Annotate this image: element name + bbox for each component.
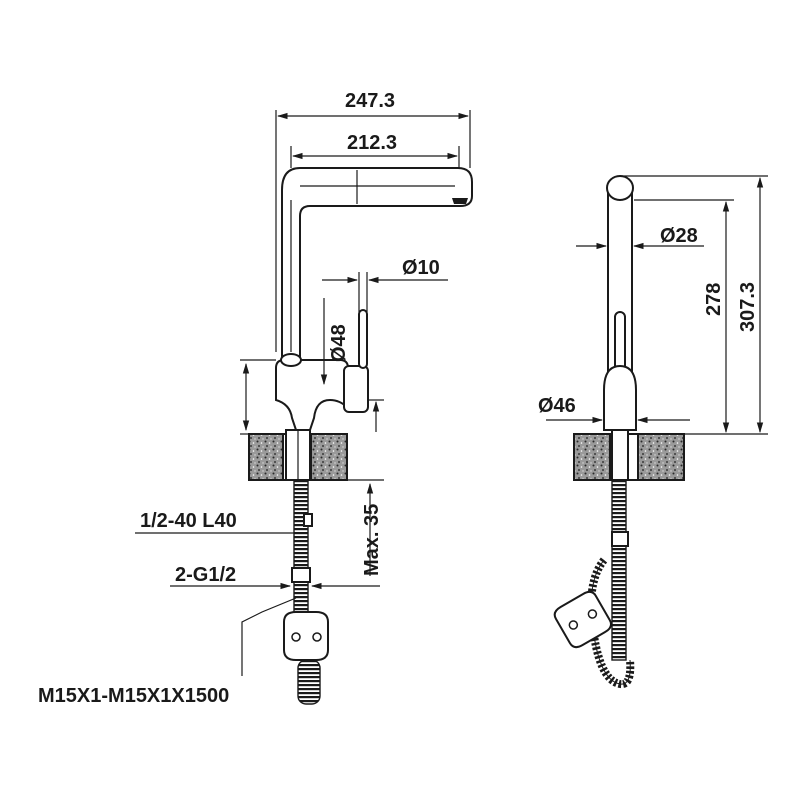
- front-view: 247.3 212.3 Ø10 Ø48 Max. 35 1/2-40 L40: [38, 90, 473, 707]
- dim-max-thickness: Max. 35: [361, 504, 383, 576]
- mixer-body: [275, 359, 349, 431]
- supply-hose-side: [611, 479, 627, 661]
- spout: [281, 167, 473, 357]
- dim-spout-diameter: Ø28: [660, 225, 698, 247]
- hose-nut: [291, 567, 311, 583]
- lever: [358, 309, 368, 369]
- dim-spout-height: 278: [703, 283, 725, 316]
- dim-lever-diameter: Ø10: [402, 257, 440, 279]
- hose-weight-side: [553, 590, 613, 649]
- lever-hub: [343, 365, 369, 413]
- label-pullout-hose: M15X1-M15X1X1500: [38, 685, 229, 707]
- label-connection-thread: 2-G1/2: [175, 564, 236, 586]
- dim-spout-reach: 212.3: [347, 132, 397, 154]
- dim-body-diameter: Ø48: [328, 324, 350, 362]
- lever-side: [614, 311, 626, 373]
- dim-total-reach: 247.3: [345, 90, 395, 112]
- dim-total-height: 307.3: [737, 282, 759, 332]
- mixer-body-side: [603, 364, 637, 431]
- label-supply-hose: 1/2-40 L40: [140, 510, 237, 532]
- hose-weight: [283, 611, 329, 661]
- dim-base-diameter: Ø46: [538, 395, 576, 417]
- side-view: Ø28 Ø46 278 307.3: [538, 175, 768, 689]
- supply-hose: [293, 479, 309, 621]
